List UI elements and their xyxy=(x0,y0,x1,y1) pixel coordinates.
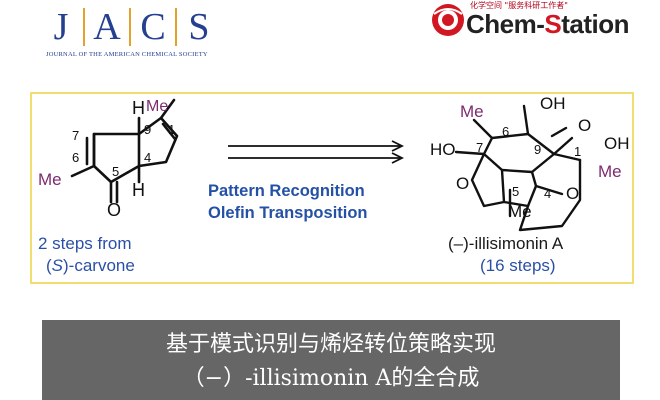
jacs-letter-c: C xyxy=(140,6,166,48)
sm-h-bottom: H xyxy=(132,180,145,200)
prod-o-ketone: O xyxy=(578,116,592,135)
prod-locant-7: 7 xyxy=(476,140,484,155)
sm-locant-7: 7 xyxy=(72,128,80,143)
reaction-arrows xyxy=(228,140,405,164)
sm-locant-9: 9 xyxy=(144,122,152,137)
jacs-divider xyxy=(83,8,85,46)
scheme-frame: Me H H O Me 1 4 5 6 7 9 2 steps from (S)… xyxy=(30,92,634,284)
banner-title-line1: 基于模式识别与烯烃转位策略实现 xyxy=(165,332,496,357)
jacs-letter-s: S xyxy=(188,6,210,48)
prod-me-bottom: Me xyxy=(508,202,532,221)
prod-locant-5: 5 xyxy=(512,184,520,199)
prod-oh-right: OH xyxy=(604,134,630,153)
arrow-text-line2: Olefin Transposition xyxy=(208,204,368,222)
sm-locant-6: 6 xyxy=(72,150,80,165)
product-structure xyxy=(454,104,582,232)
chemstation-name: Chem-Station xyxy=(466,9,630,39)
prod-me-top: Me xyxy=(460,102,484,121)
prod-oh-top: OH xyxy=(540,94,566,113)
sm-carbonyl-o: O xyxy=(107,200,122,220)
jacs-letter-a: A xyxy=(93,6,121,48)
product-name: (–)-illisimonin A xyxy=(448,234,564,253)
sm-locant-5: 5 xyxy=(112,164,120,179)
prod-locant-1: 1 xyxy=(574,144,582,159)
prod-locant-9: 9 xyxy=(534,142,542,157)
arrow-text-line1: Pattern Recognition xyxy=(208,182,365,200)
sm-h-top: H xyxy=(132,98,145,118)
title-banner: 基于模式识别与烯烃转位策略实现 （−）-illisimonin A的全合成 xyxy=(42,320,620,400)
prod-ho-left: HO xyxy=(430,140,456,159)
sm-locant-1: 1 xyxy=(168,122,176,137)
prod-o-bridge: O xyxy=(566,184,580,203)
chemstation-icon xyxy=(432,4,464,36)
jacs-divider xyxy=(129,8,131,46)
sm-me-left: Me xyxy=(38,170,62,189)
prod-o-left: O xyxy=(456,174,470,193)
jacs-letter-j: J xyxy=(53,6,69,48)
sm-caption-line2: (S)-carvone xyxy=(46,256,135,275)
jacs-divider xyxy=(175,8,177,46)
prod-me-right: Me xyxy=(598,162,622,181)
jacs-logo: J A C S JOURNAL OF THE AMERICAN CHEMICAL… xyxy=(44,4,234,64)
sm-me-top: Me xyxy=(146,98,169,115)
starting-material-structure xyxy=(70,98,179,204)
prod-locant-4: 4 xyxy=(544,186,552,201)
jacs-subtitle: JOURNAL OF THE AMERICAN CHEMICAL SOCIETY xyxy=(46,51,208,58)
product-steps: (16 steps) xyxy=(480,256,556,275)
sm-locant-4: 4 xyxy=(144,150,152,165)
prod-locant-6: 6 xyxy=(502,124,510,139)
banner-title-line2: （−）-illisimonin A的全合成 xyxy=(182,366,480,391)
chemstation-tagline: 化学空间 "服务科研工作者" xyxy=(470,1,568,10)
sm-caption-line1: 2 steps from xyxy=(38,234,132,253)
chemstation-logo: 化学空间 "服务科研工作者" Chem-Station xyxy=(430,0,660,46)
